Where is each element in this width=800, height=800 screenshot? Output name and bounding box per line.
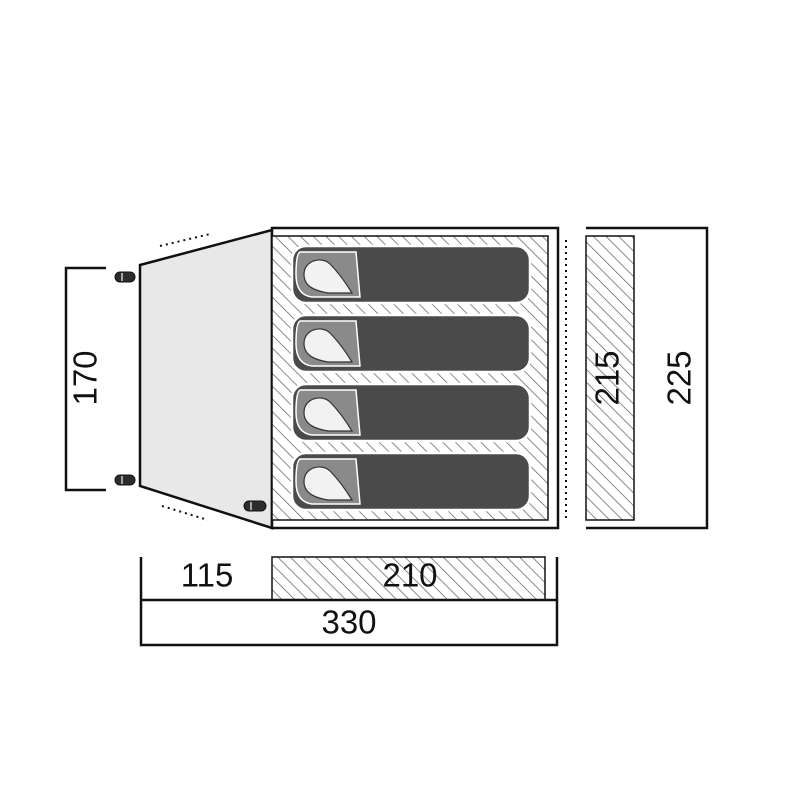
peg-bottom-left-icon — [114, 474, 136, 486]
peg-bottom-right-icon — [243, 500, 267, 512]
total-length-label: 330 — [321, 604, 376, 641]
sleeper-head-icon — [303, 259, 354, 294]
sleeping-bag — [290, 451, 532, 512]
inner-length-box — [271, 556, 546, 601]
sleeper-head-icon — [303, 466, 354, 501]
sleeping-bag — [290, 313, 532, 374]
total-width-bracket — [586, 226, 709, 530]
sleeper-head-icon — [303, 397, 354, 432]
sleeping-berths — [290, 244, 532, 512]
vestibule-area — [138, 228, 274, 530]
vestibule-length-label: 115 — [181, 557, 234, 594]
sleeping-bag — [290, 382, 532, 443]
total-width-label: 225 — [661, 350, 698, 405]
inner-width-label: 215 — [589, 350, 626, 405]
sleeping-bag — [290, 244, 532, 305]
sleeper-head-icon — [303, 328, 354, 363]
entrance-width-bracket — [64, 266, 106, 492]
roof-seam-dots-bottom — [161, 505, 209, 521]
entrance-width-label: 170 — [67, 350, 104, 405]
total-length-bracket — [139, 557, 559, 647]
roof-seam-dots-top — [159, 233, 211, 247]
inner-length-label: 210 — [382, 557, 437, 594]
peg-top-left-icon — [114, 271, 136, 283]
inner-width-box — [585, 235, 635, 521]
